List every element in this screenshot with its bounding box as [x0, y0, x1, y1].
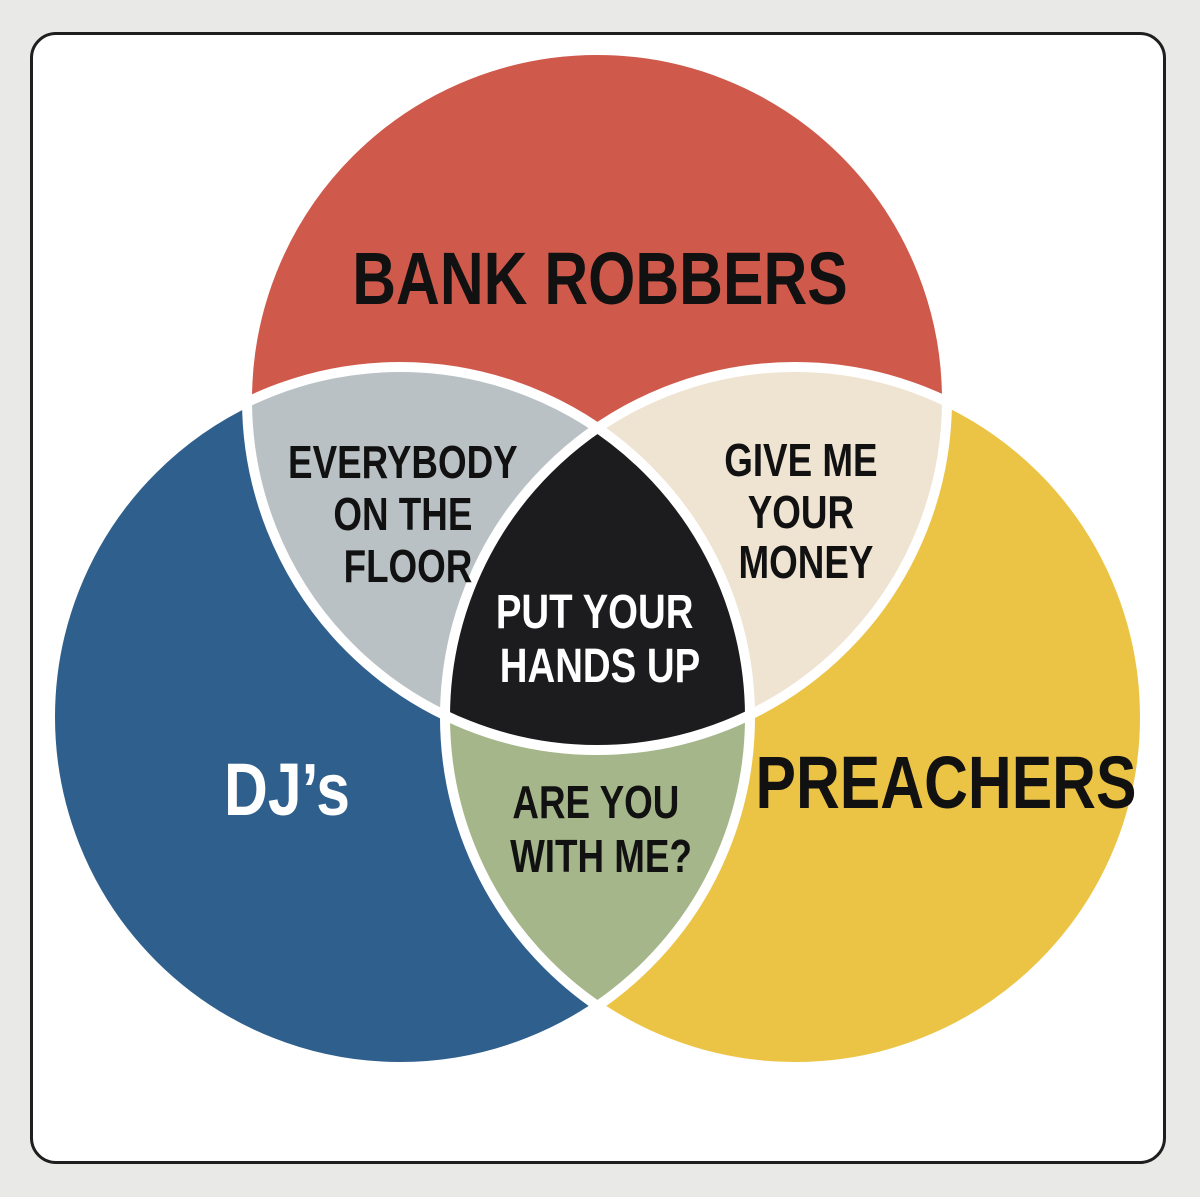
region-center: [445, 367, 750, 750]
label-give-me-your-money: GIVE ME YOUR MONEY: [724, 434, 888, 588]
label-everybody-on-the-floor: EVERYBODY ON THE FLOOR: [288, 436, 528, 592]
label-bank-robbers: BANK ROBBERS: [352, 238, 847, 320]
label-are-you-with-me: ARE YOU WITH ME?: [510, 776, 692, 882]
label-djs: DJ’s: [224, 749, 350, 831]
circle-outlines: [45, 45, 1150, 1072]
label-put-your-hands-up: PUT YOUR HANDS UP: [496, 586, 704, 693]
label-preachers: PREACHERS: [756, 742, 1137, 824]
